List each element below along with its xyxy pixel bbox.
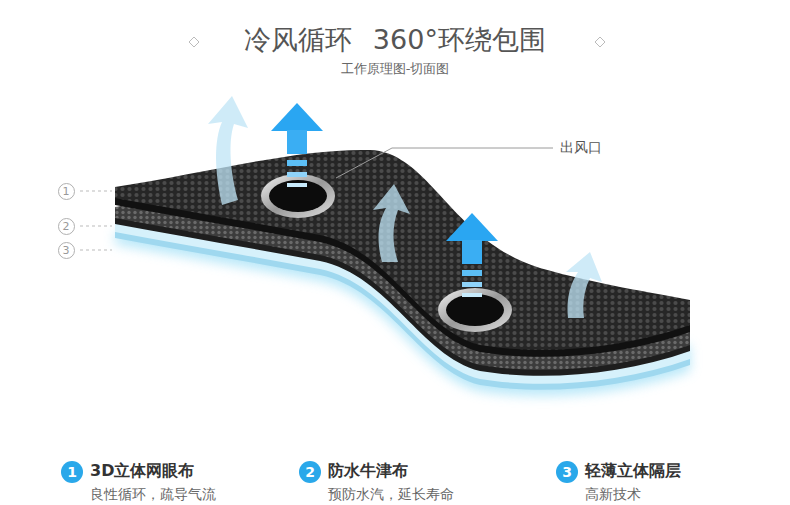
feature-heading: 防水牛津布 [328,461,408,482]
feature-body: 良性循环，疏导气流 [90,486,216,504]
feature-heading: 轻薄立体隔层 [585,461,681,482]
feature-body: 预防水汽，延长寿命 [328,486,454,504]
node-text: 2 [305,465,315,479]
node-text: 3 [63,245,70,256]
callout-number: 2 [58,218,75,235]
callout-number: 3 [58,242,75,259]
callout-number: 1 [58,183,75,200]
node-text: 3 [562,465,572,479]
feature-number: 3 [556,461,578,483]
part-label: 出风口 [560,139,602,157]
feature-number: 1 [61,461,83,483]
node-text: 1 [63,186,70,197]
feature-heading: 3D立体网眼布 [90,461,194,482]
feature-body: 高新技术 [585,486,641,504]
node-text: 2 [63,221,70,232]
diagram-title: 冷风循环 360°环绕包围 [244,22,546,58]
feature-number: 2 [299,461,321,483]
node-text: 1 [67,465,77,479]
subtitle: 工作原理图-切面图 [341,60,450,78]
